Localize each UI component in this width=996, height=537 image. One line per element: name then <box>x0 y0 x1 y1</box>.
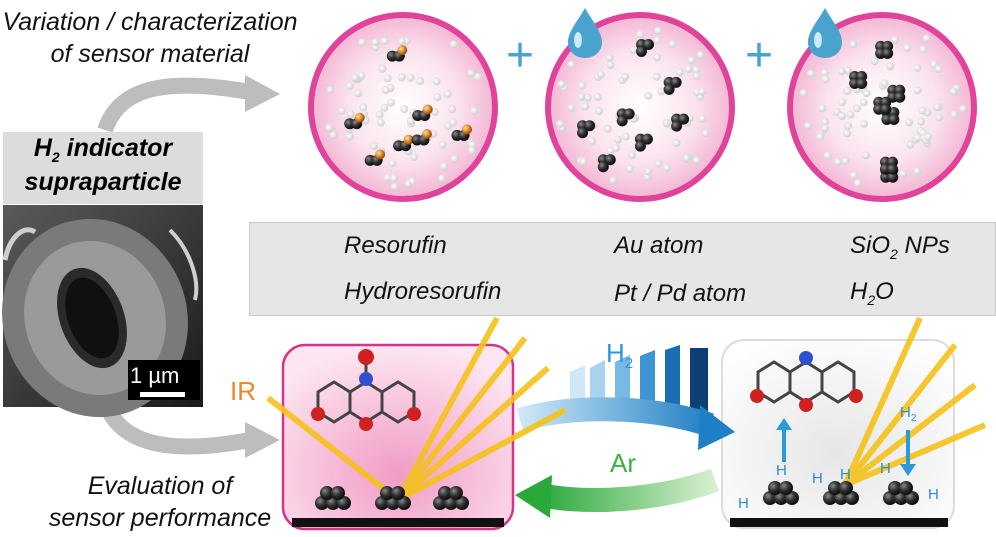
h-atom-label: H <box>738 495 749 512</box>
legend-box <box>249 222 996 316</box>
h-atom-label: H <box>880 460 891 477</box>
metal-cluster <box>375 486 411 510</box>
h-atom-label: H <box>812 470 823 487</box>
legend-resorufin: Resorufin <box>344 232 447 259</box>
plus-sign: + <box>745 29 774 82</box>
indicator-label: H2 indicator supraparticle <box>3 132 203 204</box>
legend-h2o: H2O <box>850 278 894 308</box>
droplet-icon <box>568 8 602 58</box>
h2-down-arrow <box>900 430 916 476</box>
legend-au-atom: Au atom <box>614 232 704 259</box>
h-up-arrow <box>776 418 792 462</box>
sensor-material-circle <box>545 12 735 202</box>
scale-bar-label: 1 µm <box>130 363 180 388</box>
plus-sign: + <box>506 29 535 82</box>
h-atom-label: H <box>776 462 787 479</box>
metal-cluster <box>883 481 919 505</box>
h2-small-label: H2 <box>900 404 917 424</box>
ir-label: IR <box>230 376 256 406</box>
h-atom-label: H <box>840 466 851 483</box>
curved-arrow-top <box>97 75 280 133</box>
sensor-material-circle <box>787 12 977 202</box>
metal-cluster <box>433 486 469 510</box>
sem-image <box>2 205 203 418</box>
sensor-material-circles <box>308 12 977 202</box>
legend-ptpd-atom: Pt / Pd atom <box>614 280 747 307</box>
ar-label: Ar <box>610 448 636 478</box>
ar-arrow <box>515 468 720 518</box>
light-rays-left <box>266 316 567 503</box>
sensor-material-circle <box>308 12 498 202</box>
h2-arrow <box>516 397 735 450</box>
metal-cluster <box>823 481 859 505</box>
title-bottom: Evaluation of sensor performance <box>48 472 272 532</box>
metal-cluster <box>315 486 351 510</box>
metal-clusters <box>315 481 919 510</box>
droplet-icon <box>808 8 842 58</box>
light-rays-right <box>842 316 987 488</box>
legend-sio2: SiO2 NPs <box>850 232 950 262</box>
h2-label: H2 <box>606 338 634 373</box>
metal-cluster <box>763 481 799 505</box>
scale-bar <box>140 392 185 397</box>
legend-hydroresorufin: Hydroresorufin <box>344 278 502 305</box>
h-atom-label: H <box>928 486 939 503</box>
title-top: Variation / characterization of sensor m… <box>2 8 298 68</box>
